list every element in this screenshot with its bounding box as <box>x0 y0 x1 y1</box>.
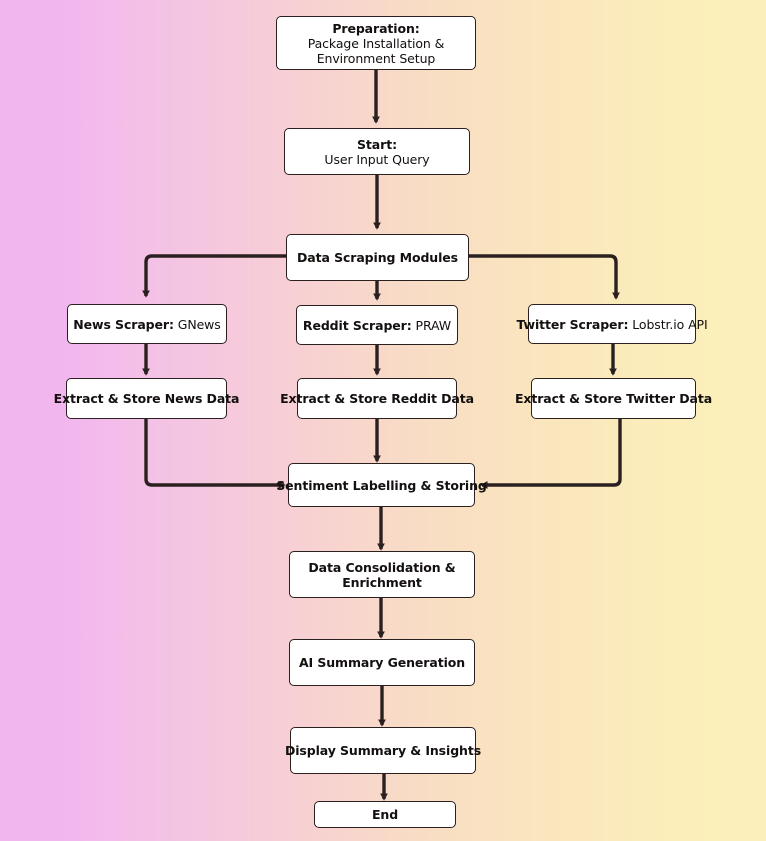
ai-summary-generation-label: AI Summary Generation <box>298 655 466 670</box>
start-node[interactable]: Start: User Input Query <box>284 128 470 175</box>
twitter-scraper-node[interactable]: Twitter Scraper: Lobstr.io API <box>516 304 708 344</box>
ai-summary-generation-node[interactable]: AI Summary Generation <box>289 639 475 686</box>
display-summary-node[interactable]: Display Summary & Insights <box>285 727 481 774</box>
edge-scraping-news <box>142 254 286 298</box>
data-consolidation-line2: Enrichment <box>342 574 422 590</box>
extract-store-twitter-node[interactable]: Extract & Store Twitter Data <box>515 378 712 419</box>
end-label: End <box>371 807 399 822</box>
preparation-line2: Package Installation & <box>307 35 445 51</box>
data-consolidation-line1: Data Consolidation & <box>308 559 456 575</box>
news-scraper-node[interactable]: News Scraper: GNews <box>67 304 227 344</box>
extract-store-reddit-node[interactable]: Extract & Store Reddit Data <box>280 378 474 419</box>
news-scraper-source: GNews <box>177 316 221 332</box>
start-title: Start: <box>357 136 397 152</box>
preparation-node[interactable]: Preparation: Package Installation & Envi… <box>276 16 476 70</box>
twitter-scraper-source: Lobstr.io API <box>632 316 708 332</box>
data-consolidation-node[interactable]: Data Consolidation & Enrichment <box>289 551 475 598</box>
end-node[interactable]: End <box>314 801 456 828</box>
twitter-scraper-title: Twitter Scraper: <box>516 316 629 332</box>
extract-store-reddit-label: Extract & Store Reddit Data <box>280 391 474 406</box>
edge-extractnews-sentiment <box>144 419 286 489</box>
data-scraping-modules-label: Data Scraping Modules <box>297 250 458 265</box>
news-scraper-title: News Scraper: <box>73 316 174 332</box>
start-line2: User Input Query <box>324 151 430 167</box>
reddit-scraper-title: Reddit Scraper: <box>302 317 412 333</box>
edge-scraping-twitter <box>469 254 620 300</box>
data-scraping-modules-node[interactable]: Data Scraping Modules <box>286 234 469 281</box>
preparation-line3: Environment Setup <box>316 50 436 66</box>
reddit-scraper-node[interactable]: Reddit Scraper: PRAW <box>296 305 458 345</box>
sentiment-labelling-node[interactable]: Sentiment Labelling & Storing <box>276 463 487 507</box>
extract-store-twitter-label: Extract & Store Twitter Data <box>514 391 713 406</box>
edge-extracttwitter-sentiment <box>480 419 622 489</box>
display-summary-label: Display Summary & Insights <box>284 743 482 758</box>
preparation-title: Preparation: <box>332 20 420 36</box>
extract-store-news-node[interactable]: Extract & Store News Data <box>54 378 239 419</box>
reddit-scraper-source: PRAW <box>415 317 452 333</box>
sentiment-labelling-label: Sentiment Labelling & Storing <box>276 477 487 493</box>
extract-store-news-label: Extract & Store News Data <box>53 391 240 406</box>
